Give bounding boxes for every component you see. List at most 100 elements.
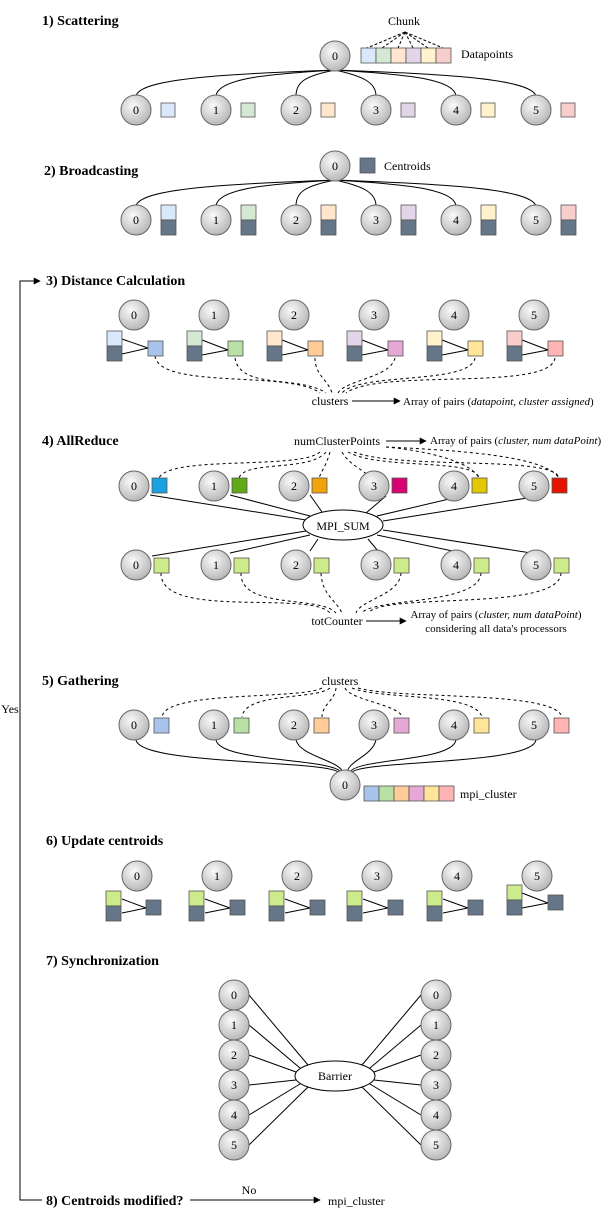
broadcast-node-2: 2 (280, 204, 312, 236)
broadcast-datapoint-4 (480, 204, 497, 221)
centroid-legend-square (359, 157, 376, 174)
broadcast-node-1: 1 (200, 204, 232, 236)
gather-node-2: 2 (278, 709, 310, 741)
distance-datapoint-4 (426, 330, 443, 347)
sync-left-node-1: 1 (218, 1009, 250, 1041)
sync-right-node-4: 4 (420, 1099, 452, 1131)
mpi-sum-label: MPI_SUM (316, 519, 370, 533)
section-3-title: 3) Distance Calculation (46, 274, 185, 289)
distance-node-4: 4 (438, 299, 470, 331)
gather-node-4: 4 (438, 709, 470, 741)
svg-text:1: 1 (213, 103, 219, 117)
connector-lines (19, 31, 563, 1204)
distance-assigned-0 (147, 340, 164, 357)
svg-text:2: 2 (291, 718, 297, 732)
section-2-title: 2) Broadcasting (44, 164, 138, 179)
update-new-centroid-5 (547, 894, 564, 911)
broadcast-centroid-5 (560, 219, 577, 236)
allreduce-count-0 (151, 477, 168, 494)
svg-text:0: 0 (342, 778, 348, 792)
gather-cluster-2 (313, 717, 330, 734)
broadcast-centroid-0 (160, 219, 177, 236)
sync-left-node-5: 5 (218, 1129, 250, 1161)
allreduce-total-4 (473, 557, 490, 574)
scatter-datapoint-2 (320, 102, 336, 118)
allreduce-bottom-node-5: 5 (520, 549, 552, 581)
svg-text:3: 3 (373, 103, 379, 117)
allreduce-total-5 (553, 557, 570, 574)
update-count-4 (426, 890, 443, 907)
allreduce-count-5 (551, 477, 568, 494)
svg-text:4: 4 (451, 308, 457, 322)
allreduce-total-0 (153, 557, 170, 574)
update-node-3: 3 (361, 860, 393, 892)
distance-centroid-0 (106, 345, 123, 362)
gather-node-0: 0 (118, 709, 150, 741)
svg-text:1: 1 (433, 1018, 439, 1032)
distance-datapoint-1 (186, 330, 203, 347)
chunk-square-4 (420, 47, 437, 64)
sync-left-node-0: 0 (218, 979, 250, 1011)
update-count-2 (268, 890, 285, 907)
svg-text:5: 5 (531, 308, 537, 322)
num-cluster-points-label: numClusterPoints (294, 434, 380, 448)
chunk-square-1 (375, 47, 392, 64)
update-new-centroid-0 (145, 899, 162, 916)
distance-node-3: 3 (358, 299, 390, 331)
distance-centroid-2 (266, 345, 283, 362)
svg-text:5: 5 (533, 103, 539, 117)
chunk-square-3 (405, 47, 422, 64)
distance-assigned-1 (227, 340, 244, 357)
svg-text:4: 4 (451, 479, 457, 493)
scatter-node-0: 0 (120, 94, 152, 126)
svg-text:2: 2 (231, 1048, 237, 1062)
scatter-datapoint-1 (240, 102, 256, 118)
tot-counter-pairs-description: Array of pairs (cluster, num dataPoint) (410, 609, 581, 621)
update-node-1: 1 (201, 860, 233, 892)
svg-text:2: 2 (293, 213, 299, 227)
svg-text:3: 3 (373, 558, 379, 572)
distance-pairs-description: Array of pairs (datapoint, cluster assig… (403, 396, 594, 408)
sync-right-node-3: 3 (420, 1069, 452, 1101)
svg-text:2: 2 (293, 558, 299, 572)
sync-left-node-2: 2 (218, 1039, 250, 1071)
svg-text:1: 1 (214, 869, 220, 883)
sync-left-node-3: 3 (218, 1069, 250, 1101)
svg-text:1: 1 (231, 1018, 237, 1032)
broadcast-datapoint-2 (320, 204, 337, 221)
svg-text:1: 1 (211, 479, 217, 493)
svg-text:0: 0 (133, 213, 139, 227)
distance-node-0: 0 (118, 299, 150, 331)
broadcast-datapoint-0 (160, 204, 177, 221)
svg-text:3: 3 (374, 869, 380, 883)
allreduce-bottom-node-3: 3 (360, 549, 392, 581)
allreduce-top-node-0: 0 (118, 470, 150, 502)
svg-text:3: 3 (373, 213, 379, 227)
svg-text:5: 5 (231, 1138, 237, 1152)
update-node-5: 5 (521, 860, 553, 892)
scatter-node-1: 1 (200, 94, 232, 126)
distance-datapoint-5 (506, 330, 523, 347)
tot-counter-label: totCounter (311, 614, 362, 628)
broadcast-node-0: 0 (120, 204, 152, 236)
update-centroid-3 (346, 905, 363, 922)
broadcast-node-3: 3 (360, 204, 392, 236)
chunk-square-0 (360, 47, 377, 64)
allreduce-count-2 (311, 477, 328, 494)
svg-text:5: 5 (533, 558, 539, 572)
svg-text:3: 3 (231, 1078, 237, 1092)
allreduce-top-node-1: 1 (198, 470, 230, 502)
svg-text:4: 4 (453, 558, 459, 572)
svg-text:0: 0 (131, 718, 137, 732)
svg-text:0: 0 (131, 479, 137, 493)
update-centroid-0 (105, 905, 122, 922)
section-5-title: 5) Gathering (42, 674, 119, 689)
svg-text:0: 0 (131, 308, 137, 322)
section-1-title: 1) Scattering (42, 14, 119, 29)
mpi-sum-ellipse (302, 509, 384, 541)
update-new-centroid-1 (229, 899, 246, 916)
gather-root-node: 0 (329, 769, 361, 801)
broadcast-datapoint-3 (400, 204, 417, 221)
scatter-node-3: 3 (360, 94, 392, 126)
